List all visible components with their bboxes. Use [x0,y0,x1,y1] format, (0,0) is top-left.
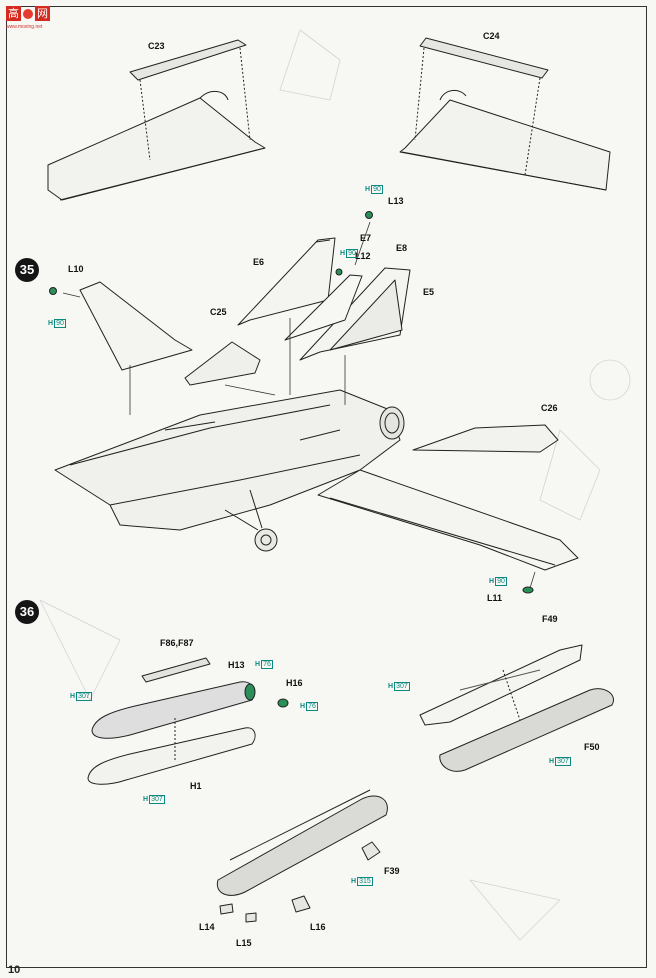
left-wing-panel-c23 [47,39,266,201]
part-l14-clip [219,903,234,915]
fairing-c25 [184,341,261,386]
page-border [6,6,647,968]
paint-number: 90 [371,185,383,194]
label-l12: L12 [355,251,371,261]
label-c24: C24 [483,31,500,41]
part-l10-blob [49,287,57,295]
fuselage [54,389,405,552]
paint-code: H [48,320,54,327]
vertical-tail-e6 [237,237,336,326]
label-f49: F49 [542,614,558,624]
paint-number: 76 [306,702,318,711]
pod-h1 [87,727,256,785]
label-f39: F39 [384,866,400,876]
page-number: 10 [8,964,21,976]
label-l13: L13 [388,196,404,206]
paint-code: H [255,661,261,668]
stabilizer-c26 [412,424,559,453]
paint-code: H [143,796,149,803]
main-wing [317,469,579,571]
part-l13-blob [365,211,373,219]
pod-f50 [439,688,614,772]
part-l11-blob [522,586,534,594]
ventral-fin-l10 [79,281,193,371]
paint-number: 315 [357,877,373,886]
label-h16: H16 [286,678,303,688]
part-l16-clip [291,895,311,913]
paint-number: 307 [149,795,165,804]
paint-code: H [351,878,357,885]
paint-number: 90 [495,577,507,586]
label-l16: L16 [310,922,326,932]
watermark-logo: 高 网 www.moxing.net [6,6,50,30]
label-l15: L15 [236,938,252,948]
label-e6: E6 [253,257,265,267]
part-l15-clip [245,912,257,923]
pod-lower [216,795,388,896]
step-number-35: 35 [15,258,39,282]
label-e5: E5 [423,287,435,297]
paint-code: H [549,758,555,765]
right-wing-panel-c24 [399,37,611,191]
watermark-char-2: 网 [35,6,50,21]
part-l12-blob [335,268,343,276]
pod-h13 [91,681,255,739]
part-f39-clip [361,841,381,861]
label-l14: L14 [199,922,215,932]
paint-code: H [388,683,394,690]
vertical-tail-e5 [299,267,411,361]
paint-number: 307 [394,682,410,691]
label-c25: C25 [210,307,227,317]
step-number-36: 36 [15,600,39,624]
label-h13: H13 [228,660,245,670]
label-e8: E8 [396,243,408,253]
watermark-url: www.moxing.net [6,24,43,30]
paint-code: H [300,703,306,710]
label-c23: C23 [148,41,165,51]
label-f50: F50 [584,742,600,752]
strip-f86-f87 [141,657,211,683]
label-e7: E7 [360,233,372,243]
label-c26: C26 [541,403,558,413]
paint-number: 90 [54,319,66,328]
label-l10: L10 [68,264,84,274]
label-l11: L11 [487,593,503,603]
paint-code: H [365,186,371,193]
paint-number: 307 [555,757,571,766]
paint-number: 76 [261,660,273,669]
paint-number: 307 [76,692,92,701]
watermark-dot-icon [23,8,33,19]
label-h1: H1 [190,781,202,791]
paint-code: H [340,250,346,257]
pod-f49 [419,644,583,726]
paint-code: H [70,693,76,700]
label-f86-f87: F86,F87 [160,638,194,648]
paint-number: 90 [346,249,358,258]
tail-e8 [284,274,363,341]
watermark-char-1: 高 [6,6,21,21]
paint-code: H [489,578,495,585]
